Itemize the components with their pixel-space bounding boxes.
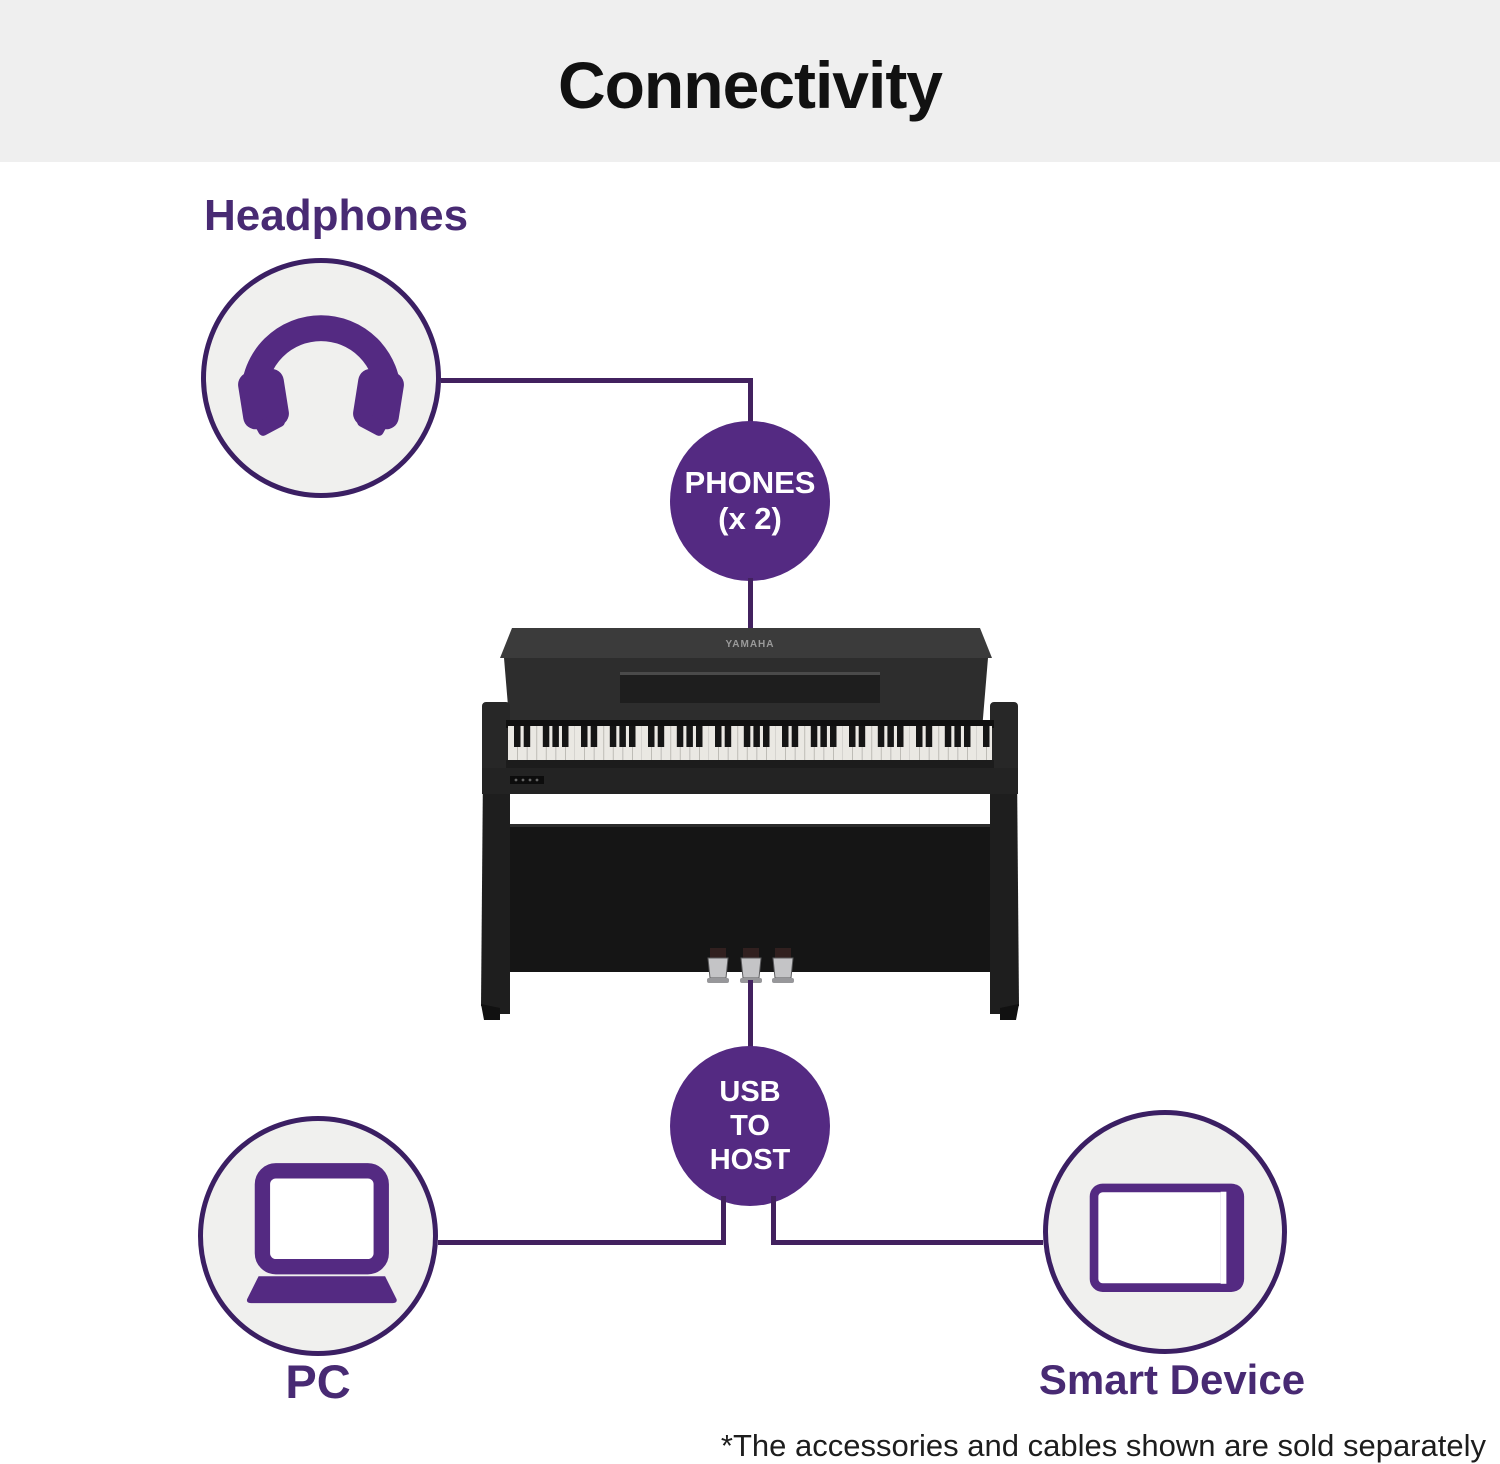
usb-line1: USB	[719, 1075, 781, 1108]
piano-lid	[500, 628, 992, 658]
piano-music-ledge	[620, 675, 880, 703]
piano-control-panel	[510, 776, 544, 784]
connector-piano-to-usb	[748, 980, 753, 1048]
piano-keyboard	[508, 726, 992, 760]
usb-line3: HOST	[709, 1144, 791, 1177]
piano-lower-panel	[510, 827, 990, 972]
pc-label: PC	[285, 1355, 351, 1408]
headphones-label: Headphones	[204, 191, 469, 240]
phones-jack-line2: (x 2)	[718, 501, 782, 536]
connector-usb-left-vertical	[721, 1196, 726, 1245]
footnote: *The accessories and cables shown are so…	[720, 1428, 1486, 1463]
connector-to-smart-device	[771, 1240, 1043, 1245]
connector-headphones-horizontal	[441, 378, 753, 383]
connector-jack-to-piano	[748, 578, 753, 632]
headphones-icon	[238, 315, 404, 436]
tablet-icon	[1089, 1183, 1245, 1292]
phones-jack-line1: PHONES	[684, 465, 816, 501]
connector-to-pc	[438, 1240, 726, 1245]
phones-jack-node: PHONES (x 2)	[670, 421, 830, 581]
usb-to-host-node: USB TO HOST	[670, 1046, 830, 1206]
laptop-icon	[246, 1163, 397, 1304]
pc-node	[198, 1116, 438, 1356]
digital-piano-image: YAMAHA	[481, 628, 1019, 1020]
piano-brand-logo: YAMAHA	[726, 639, 775, 650]
usb-line2: TO	[730, 1109, 770, 1142]
page-title: Connectivity	[557, 48, 943, 122]
piano-left-leg	[481, 768, 510, 1014]
smart-device-label: Smart Device	[1038, 1356, 1306, 1403]
smart-device-node	[1043, 1110, 1287, 1354]
connector-headphones-vertical	[748, 378, 753, 426]
headphones-node	[201, 258, 441, 498]
piano-right-leg	[990, 768, 1019, 1014]
piano-pedals	[707, 948, 794, 983]
connector-usb-right-vertical	[771, 1196, 776, 1245]
header-band: Connectivity	[0, 0, 1500, 162]
